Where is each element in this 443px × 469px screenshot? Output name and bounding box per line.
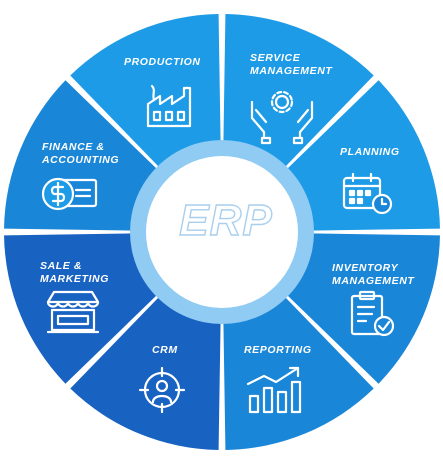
bar-chart-arrow-icon	[246, 366, 302, 414]
center-circle	[146, 156, 298, 308]
factory-icon	[146, 84, 192, 128]
segment-label-service-management: SERVICE MANAGEMENT	[250, 52, 333, 77]
segment-label-sale-marketing: SALE & MARKETING	[40, 260, 109, 285]
calendar-clock-icon	[342, 172, 393, 215]
hands-gear-icon	[250, 90, 314, 145]
target-person-icon	[138, 366, 186, 414]
segment-label-crm: CRM	[152, 344, 178, 356]
segment-label-finance-accounting: FINANCE & ACCOUNTING	[42, 141, 120, 166]
dollar-card-icon	[41, 177, 98, 211]
storefront-icon	[46, 290, 100, 334]
center-erp-label: ERP	[179, 195, 273, 245]
segment-label-planning: PLANNING	[340, 146, 400, 158]
segment-label-reporting: REPORTING	[244, 344, 312, 356]
segment-label-production: PRODUCTION	[124, 56, 201, 68]
segment-label-inventory-management: INVENTORY MANAGEMENT	[332, 262, 415, 287]
clipboard-check-icon	[350, 290, 395, 337]
